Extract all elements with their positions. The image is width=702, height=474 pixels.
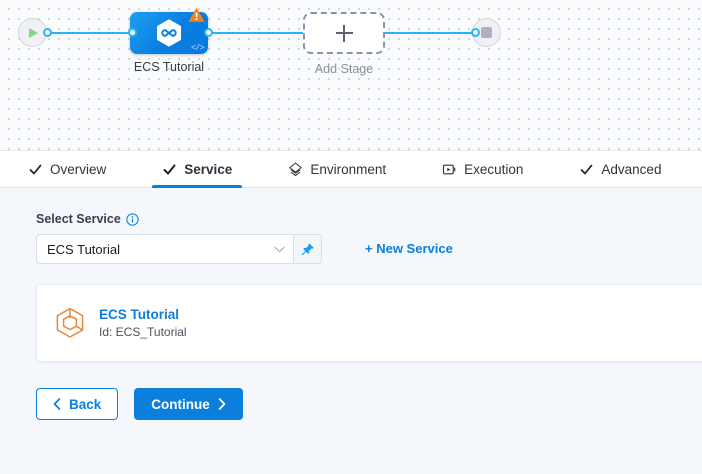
info-circle-icon[interactable] (126, 212, 139, 226)
service-select-dropdown[interactable]: ECS Tutorial (36, 234, 294, 264)
wizard-footer: Back Continue (36, 388, 243, 420)
tab-advanced[interactable]: Advanced (569, 151, 671, 187)
pipeline-edge-3 (385, 32, 475, 34)
back-button[interactable]: Back (36, 388, 119, 420)
service-tab-panel: Select Service ECS Tutorial + New S (0, 188, 702, 474)
select-service-label: Select Service (36, 212, 139, 226)
service-card-title[interactable]: ECS Tutorial (99, 306, 180, 322)
continue-button[interactable]: Continue (134, 388, 243, 420)
layers-diamond-icon (288, 162, 303, 177)
code-brackets-icon: </> (191, 44, 204, 53)
chevron-left-icon (53, 398, 61, 410)
tab-label: Environment (310, 161, 387, 177)
connector-dot-start[interactable] (43, 28, 52, 37)
tab-label: Execution (464, 161, 524, 177)
connector-dot-stage-out[interactable] (204, 28, 213, 37)
pipeline-edge-2 (208, 32, 303, 34)
back-button-label: Back (69, 396, 102, 412)
pin-icon (301, 243, 314, 256)
harness-hexagon-icon (157, 19, 181, 47)
tab-execution[interactable]: Execution (432, 151, 533, 187)
tab-label: Advanced (601, 161, 662, 177)
tab-label: Overview (50, 161, 107, 177)
warning-triangle-icon[interactable] (188, 7, 205, 23)
new-service-button[interactable]: + New Service (365, 241, 453, 256)
canvas-divider (0, 150, 702, 151)
tab-environment[interactable]: Environment (278, 151, 396, 187)
select-service-row: ECS Tutorial (36, 234, 322, 264)
chevron-down-icon (274, 246, 285, 252)
stop-square-icon (481, 27, 492, 38)
pipeline-start-node[interactable] (18, 18, 47, 47)
add-stage-button[interactable] (303, 12, 385, 54)
tab-overview[interactable]: Overview (18, 151, 116, 187)
service-card-id: Id: ECS_Tutorial (99, 325, 187, 340)
stage-config-tabs: Overview Service Environment Execution (0, 151, 702, 188)
pin-service-button[interactable] (294, 234, 322, 264)
service-card[interactable]: ECS Tutorial Id: ECS_Tutorial (36, 284, 702, 362)
stage-node-label: ECS Tutorial (133, 60, 205, 74)
continue-button-label: Continue (151, 396, 210, 412)
plus-icon (335, 24, 353, 42)
pipeline-edge-1 (46, 32, 132, 34)
select-service-label-text: Select Service (36, 212, 121, 226)
check-icon (28, 162, 43, 177)
play-box-icon (442, 162, 457, 177)
connector-dot-end[interactable] (471, 28, 480, 37)
pipeline-canvas[interactable]: </> ECS Tutorial Add Stage (0, 0, 702, 151)
cube-hexagon-icon (56, 307, 84, 338)
stage-node-ecs-tutorial[interactable]: </> (130, 7, 208, 54)
check-icon (162, 162, 177, 177)
connector-dot-stage-in[interactable] (128, 28, 137, 37)
service-card-text: ECS Tutorial Id: ECS_Tutorial (99, 306, 187, 340)
play-icon (29, 27, 38, 38)
tab-label: Service (184, 161, 233, 177)
chevron-right-icon (218, 398, 226, 410)
add-stage-label: Add Stage (314, 62, 374, 76)
tab-service[interactable]: Service (152, 151, 243, 188)
service-select-value: ECS Tutorial (47, 241, 120, 257)
check-icon (579, 162, 594, 177)
